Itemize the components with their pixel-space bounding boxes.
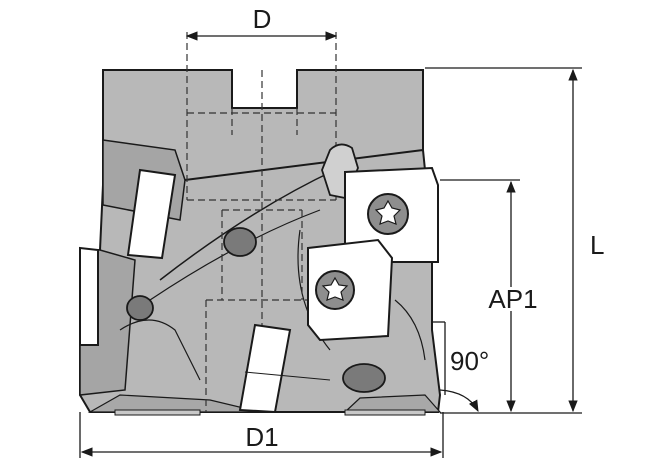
label-d1: D1 (245, 422, 278, 452)
dimension-lines (79, 31, 582, 458)
lower-right-insert (307, 238, 394, 342)
label-angle: 90° (450, 346, 489, 376)
hidden-lines (186, 32, 337, 412)
left-upper-insert (126, 168, 177, 260)
left-side-insert (79, 246, 99, 346)
bottom-flank (87, 394, 261, 413)
label-d: D (253, 4, 272, 34)
label-ap1: AP1 (488, 284, 537, 314)
upper-insert (344, 166, 439, 263)
coolant-holes (126, 227, 386, 393)
lower-insert (238, 323, 292, 414)
left-inserts (79, 168, 331, 414)
label-l: L (590, 230, 604, 260)
